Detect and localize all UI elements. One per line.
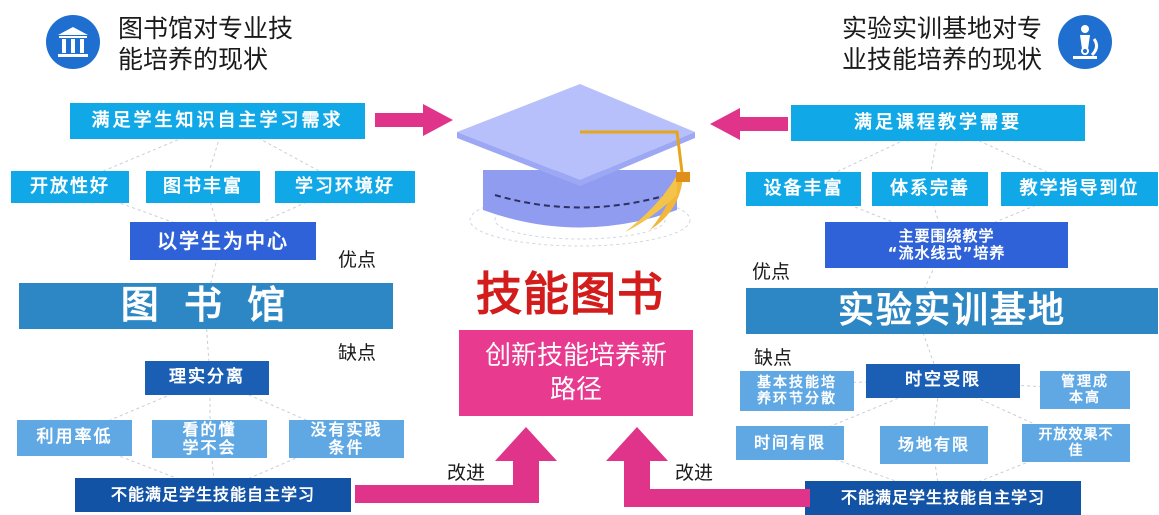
right-feature-3: 教学指导到位 [1001, 172, 1158, 206]
graduation-cap-icon [457, 84, 695, 247]
left-feature-3: 学习环境好 [275, 171, 415, 203]
right-side-issue-2: 管理成 本高 [1040, 371, 1130, 409]
right-advantage-label: 优点 [752, 261, 791, 283]
right-center-tag: 主要围绕教学 “流水线式”培养 [825, 222, 1068, 268]
right-side-issue-1: 基本技能培 养环节分散 [740, 371, 854, 411]
right-bottom-box: 不能满足学生技能自主学习 [805, 481, 1081, 515]
right-issue-box: 时空受限 [866, 364, 1020, 398]
right-sub-issue-1: 时间有限 [736, 426, 844, 460]
arrow-right-icon [375, 104, 453, 136]
left-bottom-box: 不能满足学生技能自主学习 [75, 478, 351, 512]
left-sub-issue-2: 看的懂 学不会 [152, 420, 267, 458]
left-need-box: 满足学生知识自主学习需求 [70, 103, 365, 139]
right-sub-issue-3: 开放效果不 佳 [1022, 424, 1130, 462]
arrow-left-icon [710, 108, 788, 140]
left-issue-box: 理实分离 [145, 361, 269, 395]
center-subtitle-box: 创新技能培养新 路径 [459, 330, 693, 416]
right-improve-label: 改进 [675, 462, 714, 484]
left-sub-issue-3: 没有实践 条件 [289, 420, 404, 458]
left-heading: 图书馆对专业技 能培养的现状 [118, 14, 294, 74]
left-improve-label: 改进 [447, 462, 486, 484]
arrow-up-right-icon [606, 427, 810, 507]
arrow-up-left-icon [355, 427, 557, 503]
right-disadvantage-label: 缺点 [754, 347, 793, 369]
left-advantage-label: 优点 [338, 249, 377, 271]
right-main-box: 实验实训基地 [746, 288, 1158, 334]
left-disadvantage-label: 缺点 [338, 342, 377, 364]
right-need-box: 满足课程教学需要 [791, 105, 1085, 141]
microscope-icon [1058, 15, 1112, 69]
left-center-tag: 以学生为中心 [130, 222, 316, 260]
left-sub-issue-1: 利用率低 [17, 420, 132, 456]
left-feature-2: 图书丰富 [146, 171, 260, 203]
right-feature-1: 设备丰富 [746, 172, 861, 206]
left-main-box: 图 书 馆 [19, 283, 393, 329]
right-heading: 实验实训基地对专 业技能培养的现状 [842, 14, 1043, 74]
left-feature-1: 开放性好 [11, 171, 129, 203]
right-sub-issue-2: 场地有限 [880, 426, 988, 464]
right-feature-2: 体系完善 [872, 172, 988, 206]
library-building-icon [46, 15, 100, 69]
